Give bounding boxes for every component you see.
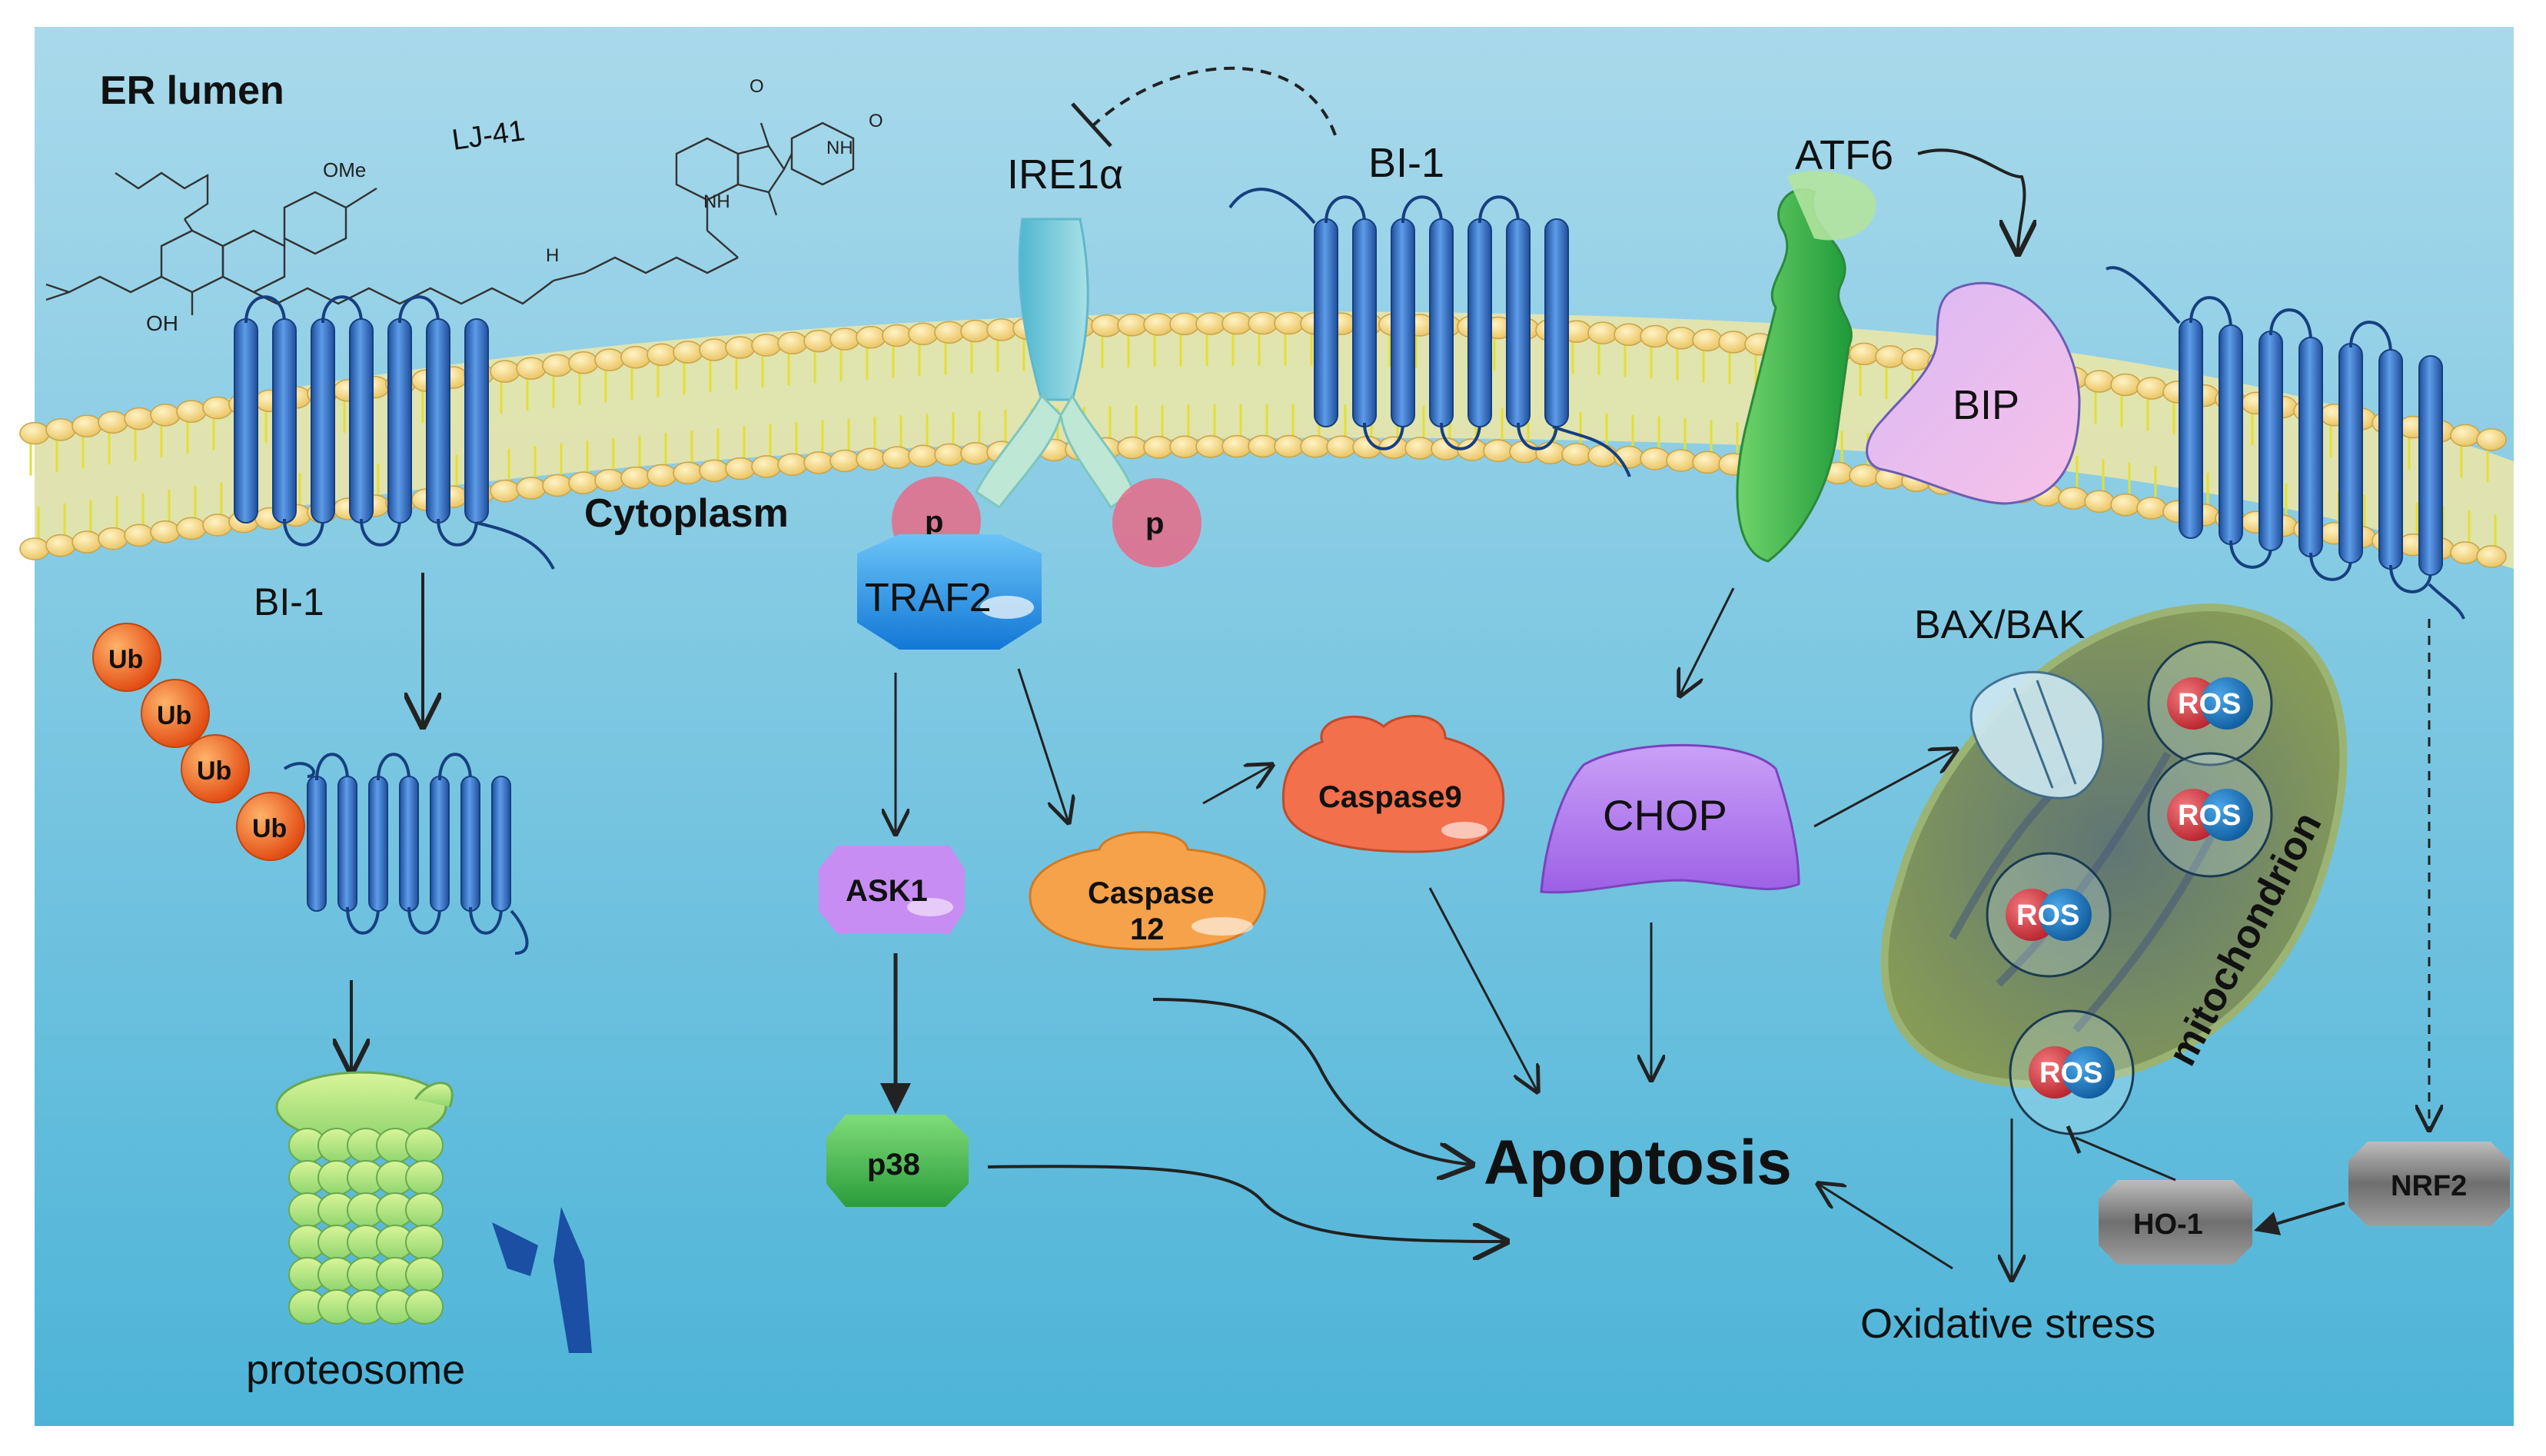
arrow-caspase12-to-caspase9 — [1202, 765, 1272, 805]
bi1-center-label: BI-1 — [1368, 140, 1444, 186]
ask1-protein: ASK1 — [819, 846, 965, 934]
svg-text:p: p — [925, 505, 943, 539]
oxidative-stress-label: Oxidative stress — [1860, 1301, 2155, 1347]
bi1-ubiquitinated-protein — [307, 753, 529, 955]
bax-bak-channel — [1969, 670, 2105, 799]
bi1-left-label: BI-1 — [254, 580, 324, 623]
proteosome-label: proteosome — [246, 1347, 465, 1393]
svg-text:TRAF2: TRAF2 — [865, 576, 992, 620]
svg-text:Caspase: Caspase — [1088, 876, 1215, 910]
atf6-receptor — [1736, 171, 1876, 563]
svg-text:HO-1: HO-1 — [2133, 1208, 2203, 1241]
cytoplasm-label: Cytoplasm — [584, 491, 789, 536]
apoptosis-label: Apoptosis — [1484, 1128, 1792, 1198]
svg-text:ROS: ROS — [2039, 1057, 2102, 1089]
proteasome-icon — [275, 1071, 592, 1353]
p38-protein: p38 — [826, 1115, 969, 1207]
inhibition-ho1-ros — [2075, 1136, 2176, 1182]
chemical-structure-lj41: LJ-41 OH OMe NH NH H O O — [45, 76, 883, 335]
nrf2-protein: NRF2 — [2348, 1142, 2510, 1226]
arrow-nrf2-to-ho1 — [2253, 1202, 2345, 1235]
ome-label: OMe — [323, 158, 366, 181]
svg-text:Ub: Ub — [157, 701, 191, 730]
svg-text:Caspase9: Caspase9 — [1318, 780, 1462, 814]
caspase9-protein: Caspase9 — [1281, 715, 1505, 853]
er-lumen-label: ER lumen — [100, 68, 284, 113]
ho1-protein: HO-1 — [2099, 1180, 2252, 1265]
svg-text:Ub: Ub — [252, 814, 287, 843]
o-label-1: O — [750, 76, 764, 97]
nh-label-2: NH — [826, 138, 853, 158]
svg-text:Ub: Ub — [108, 645, 143, 674]
bi1-transmembrane-protein-left — [234, 295, 555, 570]
svg-text:ROS: ROS — [2016, 899, 2079, 932]
ire1a-label: IRE1α — [1007, 151, 1123, 198]
arrow-atf6-to-chop — [1680, 587, 1735, 696]
svg-text:ROS: ROS — [2178, 688, 2241, 720]
oh-label: OH — [146, 311, 178, 335]
bi1-transmembrane-protein-center — [1228, 188, 1631, 477]
svg-text:p38: p38 — [867, 1148, 920, 1182]
svg-text:Ub: Ub — [197, 756, 231, 786]
svg-text:12: 12 — [1130, 912, 1165, 946]
arrow-atf6-to-bip — [1917, 148, 2024, 254]
o-label-2: O — [869, 111, 883, 131]
arrow-oxidative-stress-to-apoptosis — [1818, 1184, 1953, 1270]
svg-text:ASK1: ASK1 — [846, 874, 928, 908]
phospho-group-right: p — [1112, 478, 1202, 567]
ros-group: ROS ROS ROS ROS — [1986, 640, 2273, 1135]
svg-text:BIP: BIP — [1953, 382, 2019, 428]
h-label: H — [546, 245, 559, 266]
bi1-transmembrane-protein-right — [2106, 266, 2465, 620]
inhibition-bar-ho1 — [2066, 1125, 2082, 1154]
arrow-chop-to-baxbak — [1813, 750, 1956, 828]
arrow-caspase12-to-apoptosis — [1152, 998, 1472, 1165]
arrow-p38-to-apoptosis — [987, 1165, 1507, 1242]
bip-protein: BIP — [1866, 281, 2081, 505]
svg-text:ROS: ROS — [2178, 799, 2241, 832]
bax-bak-label: BAX/BAK — [1914, 603, 2086, 647]
inhibition-bar — [1071, 102, 1112, 148]
svg-text:p: p — [1145, 507, 1164, 540]
chop-protein: CHOP — [1540, 743, 1800, 894]
nh-label-1: NH — [703, 191, 730, 212]
svg-text:NRF2: NRF2 — [2391, 1170, 2467, 1202]
svg-text:CHOP: CHOP — [1603, 791, 1727, 839]
caspase12-protein: Caspase 12 — [1029, 831, 1266, 951]
arrow-traf2-to-caspase12 — [1017, 668, 1069, 823]
atf6-label: ATF6 — [1795, 132, 1893, 178]
ire1a-receptor — [975, 218, 1135, 510]
arrow-caspase9-to-apoptosis — [1428, 887, 1537, 1092]
traf2-protein: TRAF2 — [857, 534, 1042, 650]
inhibition-bi1-ire1a — [1090, 66, 1339, 143]
